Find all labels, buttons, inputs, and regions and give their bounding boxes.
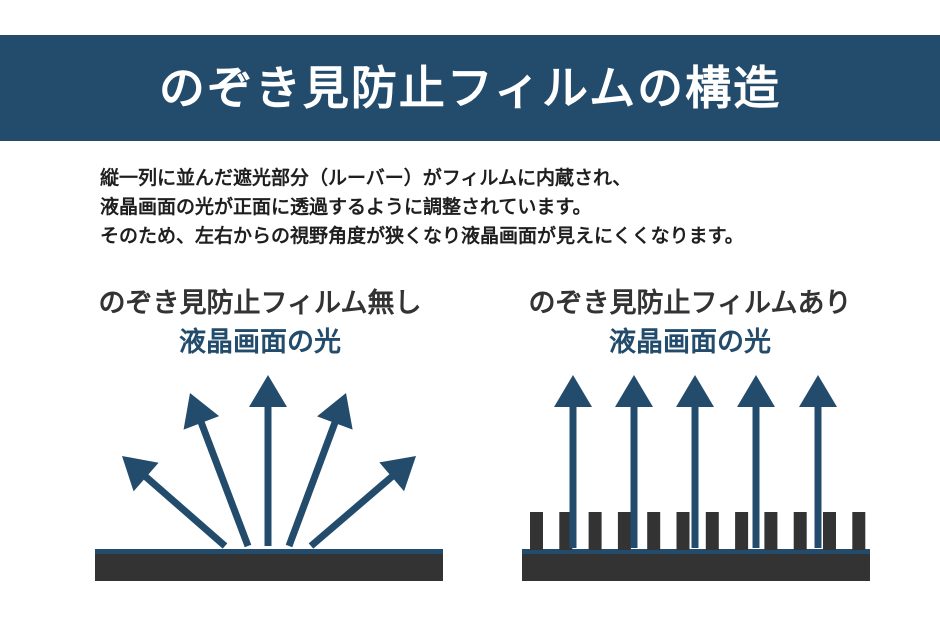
description-text: 縦一列に並んだ遮光部分（ルーバー）がフィルムに内蔵され、 液晶画面の光が正面に透… (100, 164, 900, 251)
without-film-heading: のぞき見防止フィルム無し (98, 288, 422, 319)
left-light-arrow-4 (285, 393, 353, 548)
louver-11 (823, 512, 836, 550)
louver-7 (705, 512, 719, 550)
louver-12 (852, 512, 866, 550)
louver-1 (530, 512, 543, 550)
louver-3 (588, 512, 602, 550)
right-screen-base (522, 553, 870, 581)
right-light-arrow-4 (737, 375, 775, 548)
louver-8 (735, 512, 749, 550)
title-banner: のぞき見防止フィルムの構造 (0, 35, 940, 141)
with-film-diagram (522, 375, 870, 581)
description-line-3: そのため、左右からの視野角度が狭くなり液晶画面が見えにくくなります。 (100, 225, 744, 247)
louver-10 (793, 512, 807, 550)
page-title: のぞき見防止フィルムの構造 (158, 61, 782, 115)
left-light-arrow-2 (183, 393, 252, 548)
left-screen-surface (95, 549, 443, 554)
louver-6 (676, 512, 690, 550)
description-line-2: 液晶画面の光が正面に透過するように調整されています。 (100, 196, 592, 218)
with-film-subheading: 液晶画面の光 (609, 327, 771, 358)
without-film-diagram (95, 375, 443, 581)
left-light-arrow-5 (308, 456, 416, 549)
left-light-arrow-3 (249, 375, 287, 546)
right-light-arrow-5 (799, 375, 837, 548)
right-light-arrow-3 (676, 375, 714, 548)
right-light-arrow-1 (554, 375, 592, 548)
louver-2 (559, 512, 573, 550)
left-light-arrow-1 (122, 456, 228, 549)
louver-9 (764, 512, 778, 550)
louver-group (530, 512, 866, 550)
right-screen-surface (522, 549, 870, 554)
description-line-1: 縦一列に並んだ遮光部分（ルーバー）がフィルムに内蔵され、 (100, 167, 632, 189)
right-light-arrow-2 (615, 375, 653, 548)
louver-4 (617, 512, 631, 550)
with-film-heading: のぞき見防止フィルムあり (528, 288, 852, 319)
without-film-subheading: 液晶画面の光 (179, 327, 341, 358)
left-screen-base (95, 553, 443, 581)
louver-5 (647, 512, 661, 550)
